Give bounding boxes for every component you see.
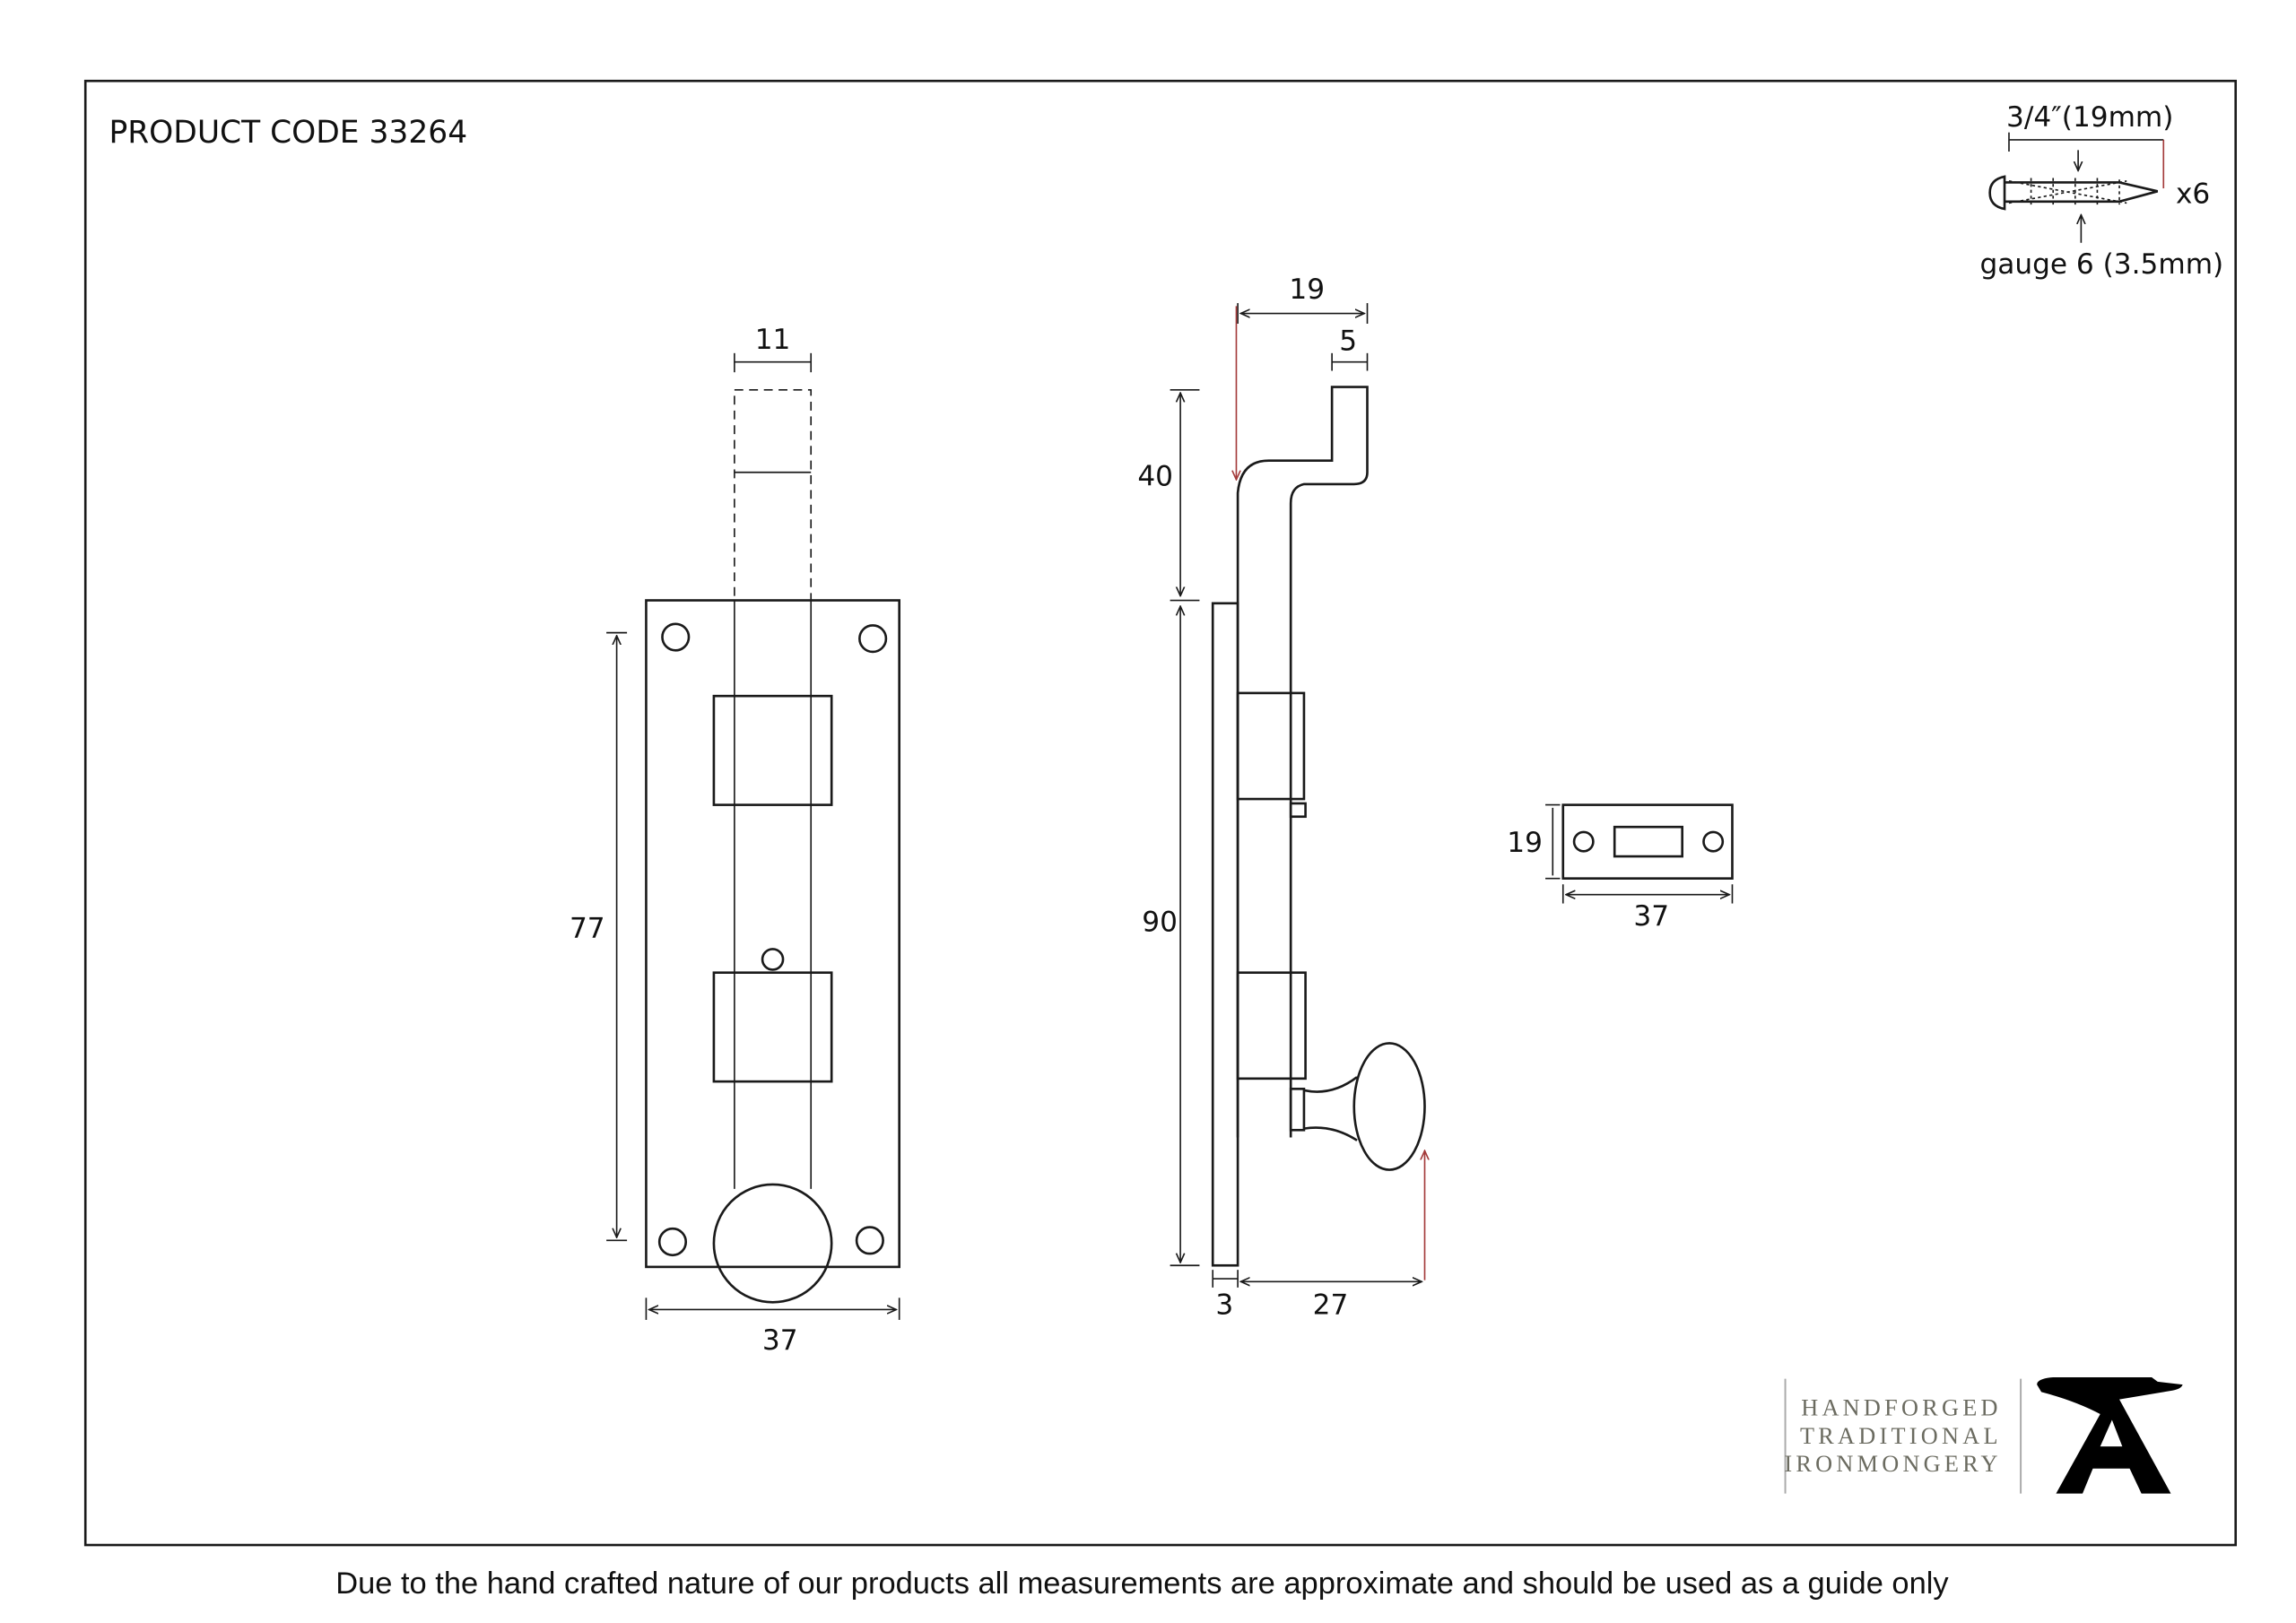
logo-text-line2: TRADITIONAL: [1800, 1423, 2002, 1449]
stop-pin: [761, 948, 785, 971]
dim-hook-height: 40: [1137, 461, 1173, 493]
disclaimer-footer: Due to the hand crafted nature of our pr…: [335, 1567, 1949, 1601]
screw-quantity: x6: [2176, 178, 2210, 210]
anvil-logo-icon: [1857, 0, 2183, 1494]
screw-gauge-label: gauge 6 (3.5mm): [1979, 248, 2223, 281]
dim-fixing-centres: 77: [570, 912, 605, 944]
screw-hole: [657, 1227, 688, 1257]
dim-throw: 19: [1289, 273, 1325, 306]
knob-side: [1352, 1042, 1426, 1171]
keeper-plate: [1561, 803, 1734, 880]
bolt-guide: [712, 694, 833, 806]
bolt-side: [1236, 386, 1369, 1138]
dim-plate-thickness: 3: [1215, 1289, 1233, 1321]
brand-logo: HANDFORGED TRADITIONAL IRONMONGERY: [1784, 0, 2183, 1494]
screw-hole: [661, 622, 691, 652]
side-view: 19 5 40 90 3 27: [1137, 273, 1424, 1321]
product-code-title: PRODUCT CODE 33264: [109, 115, 467, 151]
screw-hole: [858, 624, 888, 654]
backplate: [645, 599, 900, 1269]
front-view: 11 77 37: [570, 324, 900, 1357]
dim-hook-width: 5: [1339, 325, 1357, 358]
knob: [712, 1183, 833, 1304]
logo-text-line1: HANDFORGED: [1801, 1395, 2002, 1421]
drawing-frame: [83, 79, 2237, 1547]
dim-keeper-height: 19: [1507, 827, 1543, 859]
keeper-view: 19 37: [1507, 803, 1734, 933]
logo-text-line3: IRONMONGERY: [1784, 1451, 2001, 1477]
dim-plate-height: 90: [1142, 907, 1178, 939]
screw-spec: 3/4″(19mm) x6 gauge 6 (3.5mm): [1979, 101, 2223, 281]
bolt-extended-outline: [734, 389, 813, 602]
backplate-side: [1211, 602, 1239, 1267]
screw-length-label: 3/4″(19mm): [2006, 101, 2173, 134]
dim-knob-projection: 27: [1313, 1289, 1349, 1321]
dim-plate-width: 37: [762, 1324, 798, 1357]
screw-hole: [855, 1226, 884, 1255]
keeper-slot: [1613, 825, 1683, 858]
dim-keeper-width: 37: [1633, 900, 1669, 933]
bolt-guide: [712, 971, 833, 1083]
dim-bolt-width: 11: [755, 324, 791, 356]
screw-icon: [1988, 175, 2159, 211]
